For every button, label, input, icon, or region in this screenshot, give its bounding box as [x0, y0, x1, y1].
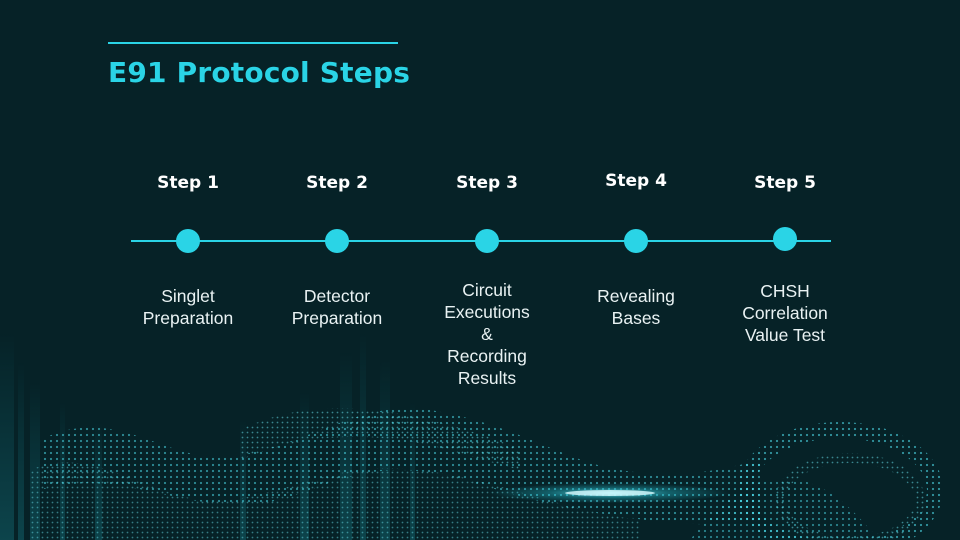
step-label: Step 5 [754, 173, 816, 193]
title-rule [108, 42, 398, 44]
step-description: Detector Preparation [291, 286, 383, 328]
step-label: Step 1 [157, 173, 219, 193]
step-description: Circuit Executions & Recording Results [444, 280, 530, 388]
step-dot [624, 229, 648, 253]
step-dot [475, 229, 499, 253]
step-description: Revealing Bases [597, 286, 675, 328]
step-label: Step 4 [605, 171, 667, 191]
step-dot [773, 227, 797, 251]
step-dot [176, 229, 200, 253]
slide-title: E91 Protocol Steps [108, 56, 411, 89]
step-label: Step 3 [456, 173, 518, 193]
step-description: CHSH Correlation Value Test [742, 281, 828, 345]
step-label: Step 2 [306, 173, 368, 193]
step-dot [325, 229, 349, 253]
step-description: Singlet Preparation [142, 286, 234, 328]
